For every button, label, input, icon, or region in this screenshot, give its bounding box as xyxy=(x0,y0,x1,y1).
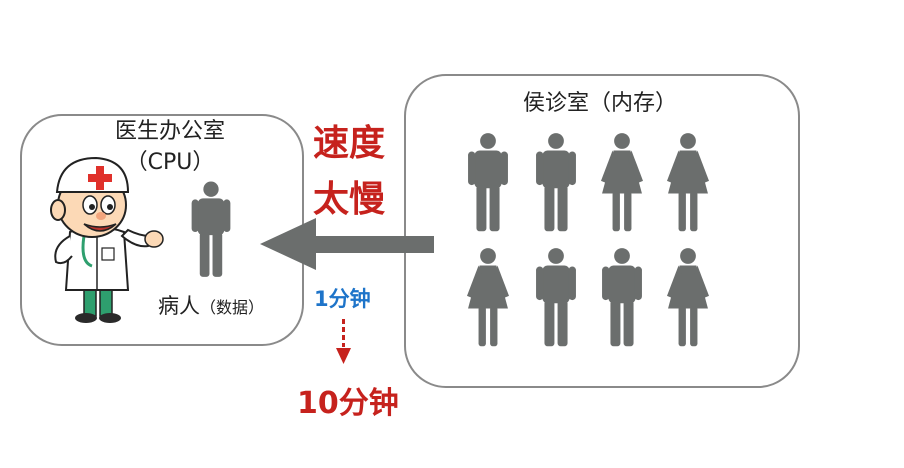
time-slow-label: 10分钟 xyxy=(297,386,399,421)
woman-figure xyxy=(667,133,709,232)
left-arrow xyxy=(260,218,434,270)
patient-figure xyxy=(191,181,231,277)
speed-label-line2: 太慢 xyxy=(313,179,386,220)
woman-figure xyxy=(467,248,509,347)
speed-label-line1: 速度 xyxy=(313,123,386,164)
memory-waiting-room-box xyxy=(404,74,800,388)
man-figure xyxy=(536,133,576,232)
man-figure xyxy=(536,248,576,347)
office-title: 医生办公室 xyxy=(114,119,225,144)
patient-label: 病人（数据） xyxy=(158,290,264,320)
woman-figure xyxy=(667,248,709,347)
doctor-illustration xyxy=(50,156,164,323)
patient-label-text: 病人 xyxy=(158,294,200,318)
waiting-room-title: 侯诊室（内存） xyxy=(522,91,677,116)
cpu-office-box xyxy=(20,114,304,346)
man-figure xyxy=(602,248,642,347)
time-fast-label: 1分钟 xyxy=(314,287,371,311)
patient-label-note: （数据） xyxy=(200,298,265,317)
waiting-people-group xyxy=(467,133,709,347)
dotted-arrow xyxy=(336,319,351,364)
man-figure xyxy=(468,133,508,232)
woman-figure xyxy=(601,133,643,232)
office-subtitle: （CPU） xyxy=(125,150,215,175)
